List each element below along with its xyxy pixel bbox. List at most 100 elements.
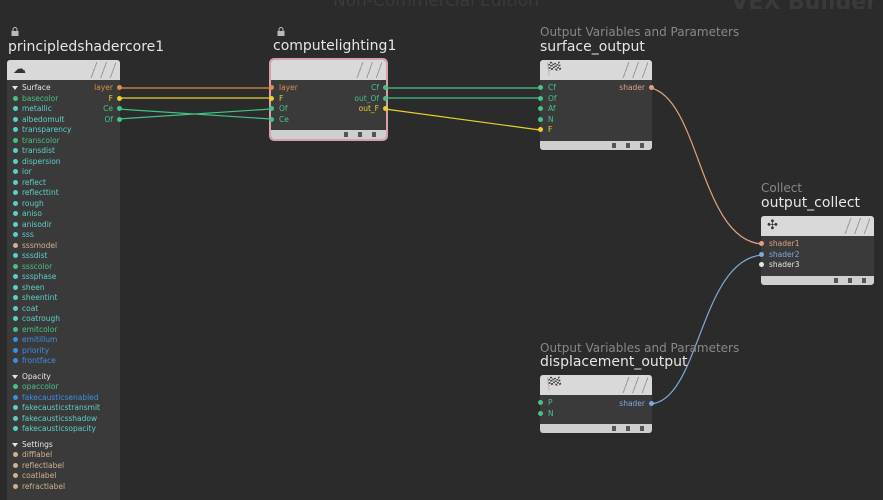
output-port-dot[interactable] xyxy=(649,85,654,90)
param-dot[interactable] xyxy=(13,127,18,132)
node-title-output_collect[interactable]: output_collect xyxy=(761,195,861,211)
param-dot[interactable] xyxy=(13,347,18,353)
node-header[interactable] xyxy=(271,60,386,80)
output-port-dot[interactable] xyxy=(383,95,388,101)
param-dot[interactable] xyxy=(13,263,18,269)
param-dot[interactable] xyxy=(13,337,18,342)
node-flags[interactable] xyxy=(622,62,648,78)
input-port-dot[interactable] xyxy=(538,106,543,111)
node-footer[interactable] xyxy=(540,424,652,433)
param-dot[interactable] xyxy=(13,137,18,143)
param-dot[interactable] xyxy=(13,106,18,111)
output-port-dot[interactable] xyxy=(117,95,122,101)
param-dot[interactable] xyxy=(13,148,18,153)
input-port-dot[interactable] xyxy=(759,251,764,257)
param-dot[interactable] xyxy=(13,426,18,431)
param-dot[interactable] xyxy=(13,242,18,248)
param-dot[interactable] xyxy=(13,200,18,206)
node-header[interactable]: ✣ xyxy=(761,216,874,236)
param-dot[interactable] xyxy=(13,316,18,321)
footer-button[interactable] xyxy=(612,143,616,148)
input-port-dot[interactable] xyxy=(538,400,543,405)
input-port-dot[interactable] xyxy=(759,241,764,246)
param-dot[interactable] xyxy=(13,295,18,300)
node-flags[interactable] xyxy=(90,62,116,78)
param-dot[interactable] xyxy=(13,473,18,478)
footer-button[interactable] xyxy=(372,132,376,137)
footer-button[interactable] xyxy=(344,132,348,137)
section-title[interactable]: Opacity xyxy=(22,371,51,381)
footer-button[interactable] xyxy=(358,132,362,137)
param-dot[interactable] xyxy=(13,394,18,400)
node-header[interactable]: 🏁 xyxy=(540,375,652,395)
section-collapse-icon[interactable] xyxy=(12,86,18,90)
param-dot[interactable] xyxy=(13,415,18,421)
param-dot[interactable] xyxy=(13,190,18,195)
output-port-dot[interactable] xyxy=(383,85,388,90)
node-header[interactable]: ☁ xyxy=(7,60,120,80)
param-dot[interactable] xyxy=(13,169,18,174)
section-collapse-icon[interactable] xyxy=(12,442,18,447)
node-flags[interactable] xyxy=(622,377,648,393)
param-dot[interactable] xyxy=(13,284,18,290)
footer-button[interactable] xyxy=(612,426,616,431)
node-header[interactable]: 🏁 xyxy=(540,60,652,80)
section-title[interactable]: Surface xyxy=(22,83,51,92)
footer-button[interactable] xyxy=(862,278,866,283)
input-port-dot[interactable] xyxy=(269,116,274,122)
output-port-dot[interactable] xyxy=(649,401,654,406)
footer-button[interactable] xyxy=(626,426,630,431)
input-port-dot[interactable] xyxy=(269,85,274,90)
input-port-dot[interactable] xyxy=(269,95,274,101)
param-dot[interactable] xyxy=(13,483,18,489)
input-port-dot[interactable] xyxy=(538,95,543,101)
param-dot[interactable] xyxy=(13,358,18,363)
node-title-displacement_output[interactable]: displacement_output xyxy=(540,354,688,370)
node-title-principledshadercore1[interactable]: principledshadercore1 xyxy=(8,39,165,55)
section-title[interactable]: Settings xyxy=(22,439,53,449)
node-title-surface_output[interactable]: surface_output xyxy=(540,39,645,55)
output-port-dot[interactable] xyxy=(117,116,122,122)
input-port-dot[interactable] xyxy=(759,262,764,267)
node-footer[interactable] xyxy=(761,276,874,285)
param-dot[interactable] xyxy=(13,95,18,101)
param-dot[interactable] xyxy=(13,274,18,279)
node-footer[interactable] xyxy=(540,141,652,150)
output-port-dot[interactable] xyxy=(117,106,122,111)
param-dot[interactable] xyxy=(13,116,18,122)
node-footer[interactable] xyxy=(271,130,386,139)
input-port-dot[interactable] xyxy=(538,127,543,132)
input-port-dot[interactable] xyxy=(538,85,543,90)
footer-button[interactable] xyxy=(834,278,838,283)
footer-button[interactable] xyxy=(640,143,644,148)
param-dot[interactable] xyxy=(13,211,18,216)
input-port-dot[interactable] xyxy=(538,410,543,416)
output-port-dot[interactable] xyxy=(383,106,388,111)
node-flags[interactable] xyxy=(844,218,870,234)
param-dot[interactable] xyxy=(13,232,18,237)
footer-button[interactable] xyxy=(640,426,644,431)
footer-button[interactable] xyxy=(848,278,852,283)
param-dot[interactable] xyxy=(13,179,18,185)
param-dot[interactable] xyxy=(13,158,18,164)
input-port-dot[interactable] xyxy=(538,116,543,122)
param-dot[interactable] xyxy=(13,405,18,410)
param-dot[interactable] xyxy=(13,384,18,389)
output-port-dot[interactable] xyxy=(117,85,122,90)
param-dot[interactable] xyxy=(13,253,18,258)
lock-icon[interactable] xyxy=(277,27,285,36)
node-title-computelighting1[interactable]: computelighting1 xyxy=(273,38,397,54)
lock-icon[interactable] xyxy=(11,27,19,36)
input-port-dot[interactable] xyxy=(269,106,274,111)
param-dot[interactable] xyxy=(13,452,18,457)
section-collapse-icon[interactable] xyxy=(12,374,18,379)
param-dot[interactable] xyxy=(13,305,18,311)
node-flags[interactable] xyxy=(356,62,382,78)
param-dot[interactable] xyxy=(13,221,18,227)
footer-button[interactable] xyxy=(626,143,630,148)
